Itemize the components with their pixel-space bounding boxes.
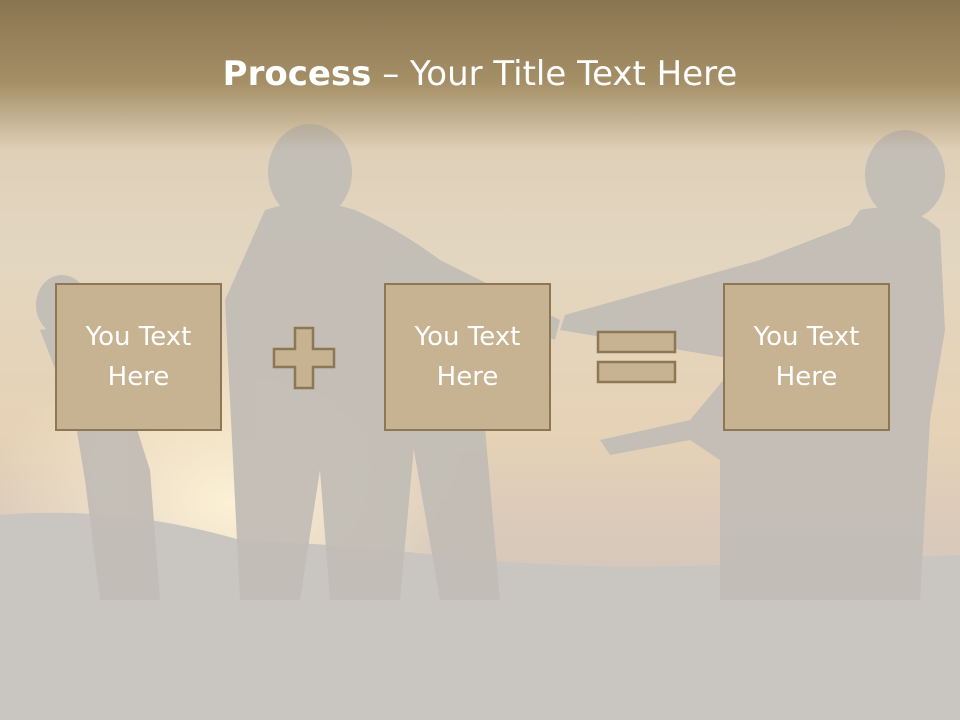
- title-bold-word: Process: [222, 54, 372, 94]
- box-3-line-2: Here: [775, 362, 838, 392]
- box-3-line-1: You Text: [753, 322, 860, 352]
- title-text: Your Title Text Here: [410, 54, 738, 94]
- process-box-1[interactable]: You Text Here: [55, 283, 222, 431]
- equals-icon: [596, 330, 677, 384]
- box-1-line-2: Here: [107, 362, 170, 392]
- title-dash: –: [371, 54, 411, 94]
- process-box-3[interactable]: You Text Here: [723, 283, 890, 431]
- title-bar-band: [0, 0, 960, 150]
- box-2-line-2: Here: [436, 362, 499, 392]
- slide-title[interactable]: Process – Your Title Text Here: [0, 52, 960, 96]
- process-box-2[interactable]: You Text Here: [384, 283, 551, 431]
- box-2-line-1: You Text: [414, 322, 521, 352]
- box-1-line-1: You Text: [85, 322, 192, 352]
- plus-icon: [272, 326, 336, 390]
